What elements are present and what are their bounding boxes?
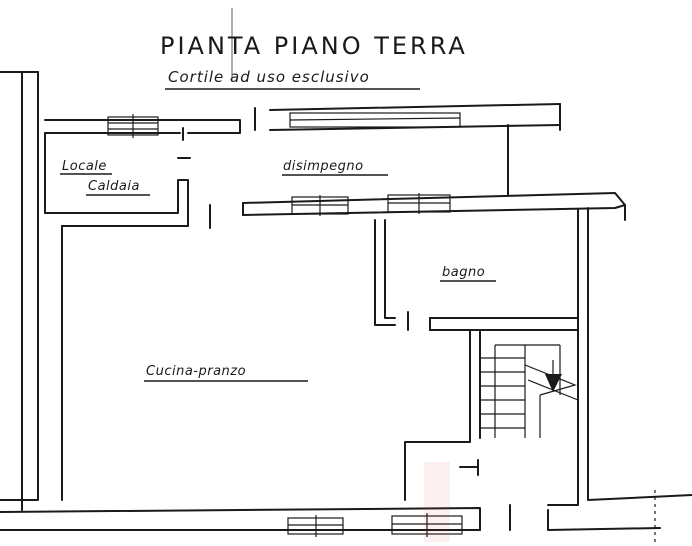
window-bottom-1 [287,515,344,537]
boiler-room-walls [44,132,211,229]
stair-direction-arrow [545,374,562,392]
room-label-caldaia: Caldaia [88,179,140,194]
plan-subtitle: Cortile ad uso esclusivo [168,68,370,86]
watermark-stamp [424,462,450,542]
outer-left-wall [0,71,39,511]
window-top-left [107,114,159,138]
room-label-cucina-pranzo: Cucina-pranzo [146,364,246,379]
room-label-locale: Locale [62,159,107,174]
kitchen-walls [61,225,189,501]
bathroom-walls [374,219,579,331]
door-disimpegno-1 [291,195,349,216]
room-label-disimpegno: disimpegno [283,159,364,174]
staircase [404,329,579,501]
plan-title: PIANTA PIANO TERRA [160,32,468,60]
window-top-right [289,112,461,128]
window-bottom-2 [391,513,463,537]
door-disimpegno-2 [387,193,451,214]
partition-wall-middle [242,192,626,216]
outer-right-wall [547,204,692,506]
bottom-wall [0,490,661,546]
room-label-bagno: bagno [442,265,485,280]
